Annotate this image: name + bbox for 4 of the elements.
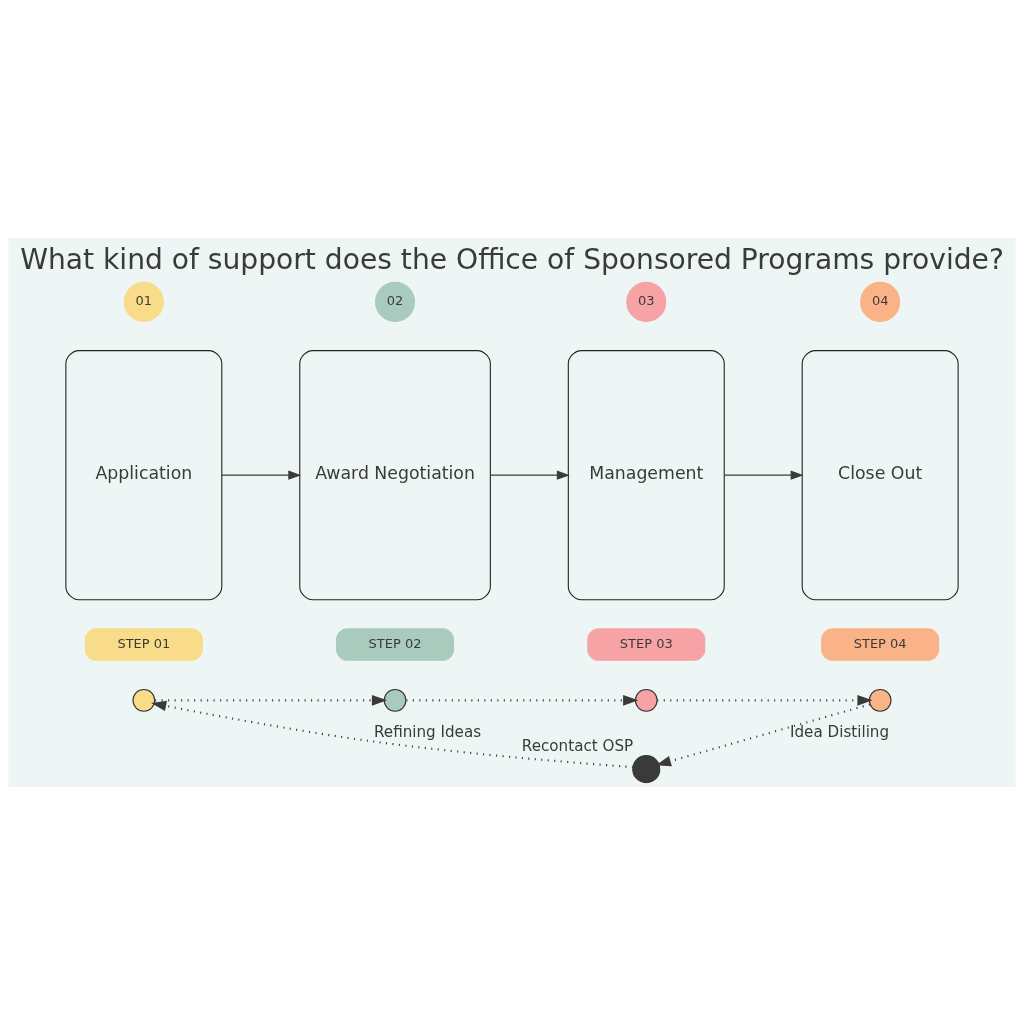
edge-label: Refining Ideas bbox=[374, 722, 482, 741]
diagram-title: What kind of support does the Office of Sponsored Programs provide? bbox=[20, 242, 1004, 276]
node-label: Recontact OSP bbox=[521, 736, 634, 755]
edge-label: Idea Distiling bbox=[790, 722, 890, 741]
